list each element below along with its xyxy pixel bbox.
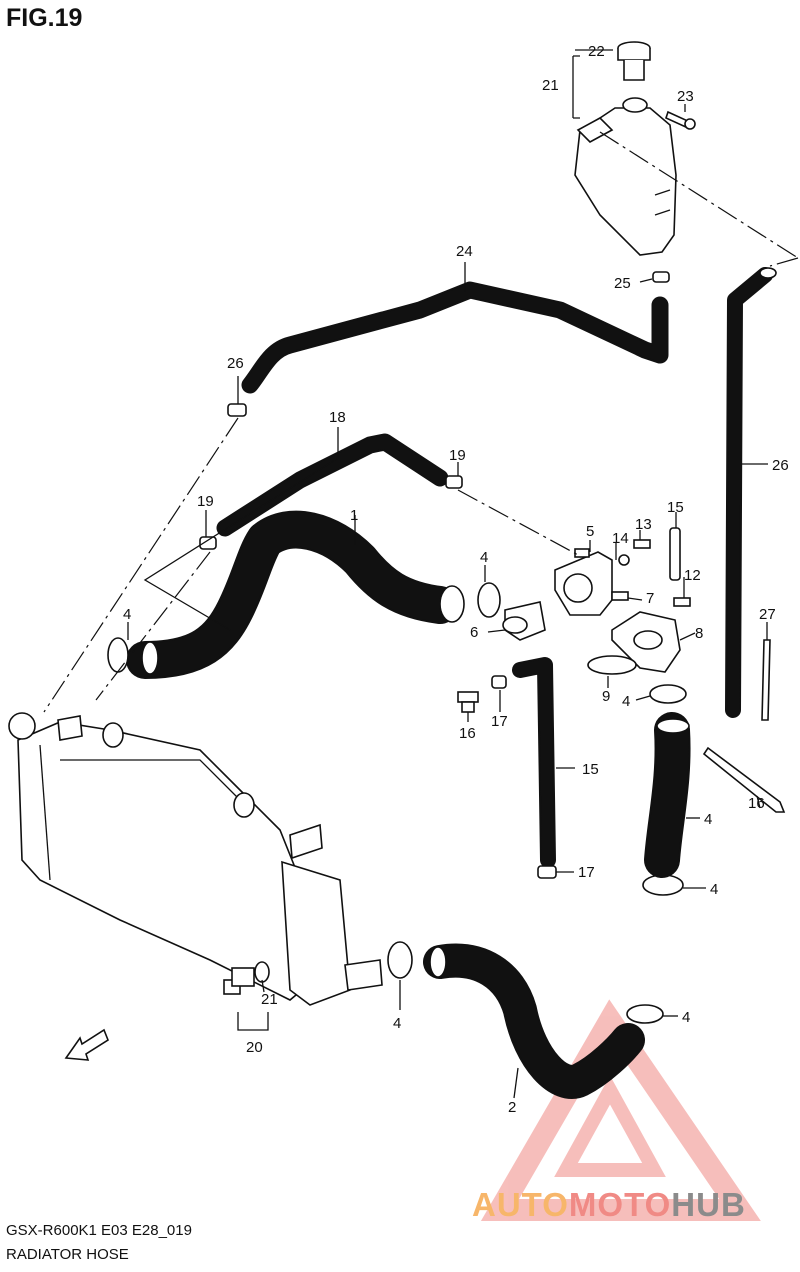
callout-22: 21 — [542, 77, 559, 94]
callout-3: 4 — [704, 811, 712, 828]
callout-4d: 4 — [710, 881, 718, 898]
callout-12: 14 — [612, 530, 629, 547]
callout-26b: 26 — [227, 355, 244, 372]
callout-23: 22 — [588, 43, 605, 60]
clamp-17 — [491, 675, 557, 879]
callout-19a: 19 — [449, 447, 466, 464]
watermark-part-2: MOTO — [568, 1186, 672, 1223]
callout-4e: 4 — [682, 1009, 690, 1026]
callout-24: 23 — [677, 88, 694, 105]
clamp-4 — [107, 582, 687, 1024]
callout-18: 18 — [329, 409, 346, 426]
fwd-arrow — [64, 1028, 109, 1061]
callout-4c: 4 — [622, 693, 630, 710]
callout-13: 15 — [667, 499, 684, 516]
callout-27: 26 — [772, 457, 789, 474]
callout-4f: 4 — [393, 1015, 401, 1032]
bolts-7-11-12 — [611, 539, 691, 607]
callout-25: 24 — [456, 243, 473, 260]
callout-1: 1 — [350, 507, 358, 524]
leader-lines — [127, 49, 768, 1099]
callout-9: 9 — [602, 688, 610, 705]
callout-14: 16 — [459, 725, 476, 742]
thermostat-housing-5 — [554, 548, 613, 616]
callout-15: 15 — [582, 761, 599, 778]
tie-16 — [702, 746, 786, 813]
alignment-lines — [43, 131, 799, 713]
clamp-19 — [199, 475, 463, 550]
callout-5: 5 — [586, 523, 594, 540]
callout-labels: 22 21 23 25 24 26 18 19 26 19 1 15 5 13 … — [123, 43, 789, 1116]
fitting-14 — [457, 691, 479, 713]
watermark-logo — [480, 999, 761, 1221]
callout-7: 7 — [646, 590, 654, 607]
reservoir-tank — [574, 97, 677, 256]
model-code: GSX-R600K1 E03 E28_019 — [6, 1222, 192, 1239]
callout-2: 2 — [508, 1099, 516, 1116]
bracket-13 — [669, 527, 681, 581]
bolt-24 — [665, 110, 696, 130]
callout-16: 16 — [748, 795, 765, 812]
callout-17a: 17 — [491, 713, 508, 730]
callout-21: 21 — [261, 991, 278, 1008]
hose-27-end — [759, 267, 777, 279]
tie-28 — [761, 639, 771, 721]
clamp-26 — [227, 271, 670, 417]
callout-4a: 4 — [480, 549, 488, 566]
sensor-20 — [223, 961, 270, 995]
callout-4b: 4 — [123, 606, 131, 623]
callout-17b: 17 — [578, 864, 595, 881]
callout-10: 12 — [684, 567, 701, 584]
callout-6: 6 — [470, 624, 478, 641]
watermark-part-3: HUB — [671, 1186, 746, 1223]
callout-11: 13 — [635, 516, 652, 533]
figure-title: FIG.19 — [6, 4, 83, 32]
callout-20: 20 — [246, 1039, 263, 1056]
callout-19b: 19 — [197, 493, 214, 510]
thermostat-6 — [502, 601, 546, 641]
callout-26a: 25 — [614, 275, 631, 292]
cover-8 — [611, 611, 681, 673]
callout-8: 8 — [695, 625, 703, 642]
callout-28: 27 — [759, 606, 776, 623]
reservoir-cap — [617, 41, 651, 81]
watermark-text: AUTOMOTOHUB — [472, 1186, 746, 1224]
o-ring-9 — [587, 655, 637, 675]
diagram-caption: RADIATOR HOSE — [6, 1246, 129, 1263]
radiator — [8, 712, 383, 1006]
watermark-part-1: AUTO — [472, 1186, 569, 1223]
